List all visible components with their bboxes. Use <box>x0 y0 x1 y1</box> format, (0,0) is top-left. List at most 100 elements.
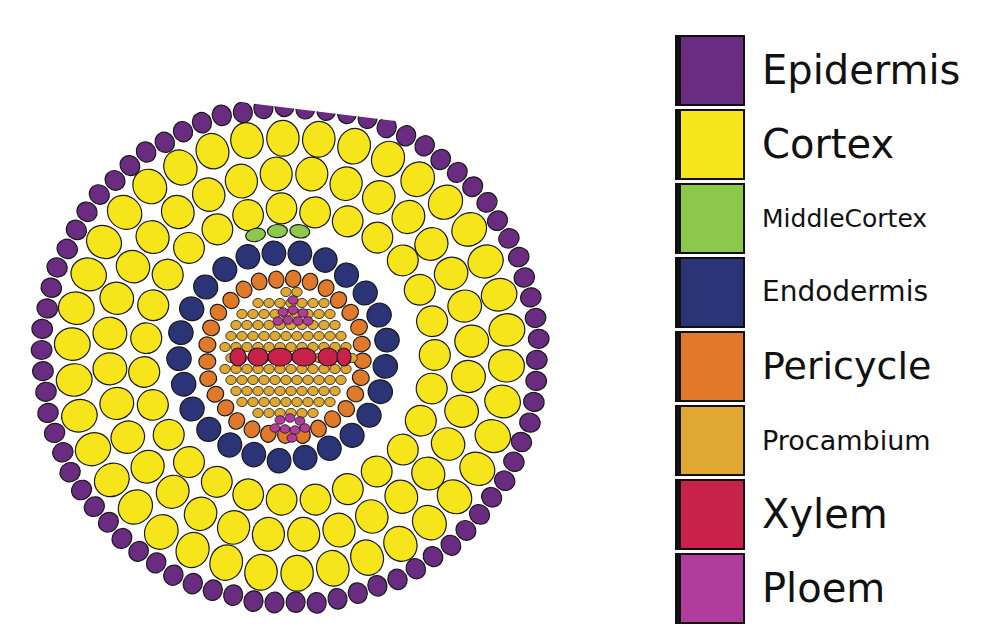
cell <box>328 469 368 510</box>
cell <box>264 386 274 395</box>
cell <box>315 99 337 122</box>
cell <box>275 96 294 117</box>
legend-label: Xylem <box>762 494 888 534</box>
cell <box>280 555 314 592</box>
cell <box>129 321 163 355</box>
cell <box>325 375 335 384</box>
cell <box>243 590 265 613</box>
cell <box>308 418 329 440</box>
cell <box>259 156 293 192</box>
cell <box>264 320 274 329</box>
cell <box>285 270 302 289</box>
cell <box>220 342 230 351</box>
cell <box>346 581 370 606</box>
cell <box>291 443 319 472</box>
cell <box>295 98 315 120</box>
cell <box>298 309 308 318</box>
cell <box>462 239 508 284</box>
legend-swatch <box>679 405 745 476</box>
cell <box>303 375 313 384</box>
cell <box>293 317 303 326</box>
cell <box>336 375 346 384</box>
cell <box>325 397 335 406</box>
cell <box>441 391 483 432</box>
cell <box>292 397 302 406</box>
cell <box>306 592 327 615</box>
legend-swatch <box>679 183 745 254</box>
cell <box>196 208 238 250</box>
cell <box>169 370 199 399</box>
cell <box>308 386 318 395</box>
cell <box>220 364 230 373</box>
cell <box>348 317 370 338</box>
cell <box>292 375 302 384</box>
cell <box>55 289 97 328</box>
cell <box>248 331 258 340</box>
cell <box>239 440 269 470</box>
legend-label: MiddleCortex <box>762 206 927 231</box>
cell <box>292 348 316 366</box>
cell <box>253 320 263 329</box>
cell <box>70 427 116 472</box>
cell <box>187 172 231 217</box>
cell <box>267 224 288 238</box>
cell <box>270 397 280 406</box>
cell <box>265 192 297 225</box>
cell <box>50 440 76 466</box>
cell <box>253 97 274 120</box>
cell <box>525 370 547 391</box>
cell <box>286 592 305 613</box>
cell <box>268 348 292 366</box>
cell <box>244 226 266 243</box>
cell <box>280 425 290 434</box>
cell <box>201 577 225 603</box>
cell <box>264 364 274 373</box>
cell <box>314 309 324 318</box>
cell <box>289 223 311 239</box>
cell <box>259 309 269 318</box>
cell <box>92 352 128 386</box>
cell <box>319 320 329 329</box>
cell <box>127 355 161 389</box>
cell <box>314 397 324 406</box>
cell <box>297 408 307 417</box>
cell <box>519 286 543 309</box>
cell <box>517 411 542 435</box>
cell <box>268 270 285 289</box>
cell <box>198 336 217 354</box>
cell <box>266 120 300 157</box>
cell <box>297 386 307 395</box>
cell <box>231 386 241 395</box>
cell <box>275 386 285 395</box>
cell <box>337 348 351 366</box>
cell <box>286 364 296 373</box>
cell <box>336 101 359 125</box>
cell <box>281 397 291 406</box>
cell <box>259 397 269 406</box>
cell <box>213 506 254 548</box>
legend-label: Pericycle <box>762 347 931 385</box>
legend-label: Ploem <box>762 568 885 608</box>
cell <box>270 424 280 433</box>
cell <box>237 331 247 340</box>
cell <box>319 298 329 307</box>
cell <box>191 129 234 174</box>
legend-label: Cortex <box>762 124 894 164</box>
cell <box>298 482 334 518</box>
cell <box>55 362 94 398</box>
cell <box>176 393 209 426</box>
cell <box>373 327 401 354</box>
legend-swatch <box>679 109 745 180</box>
cell <box>524 307 547 329</box>
cell <box>31 318 53 339</box>
cell <box>419 340 450 371</box>
cell <box>270 375 280 384</box>
cell <box>34 381 57 403</box>
cell <box>308 364 318 373</box>
cell <box>198 369 219 388</box>
cell <box>229 475 267 513</box>
cell <box>413 370 450 407</box>
cell <box>333 124 374 168</box>
cell <box>365 573 390 599</box>
cell <box>365 376 396 407</box>
